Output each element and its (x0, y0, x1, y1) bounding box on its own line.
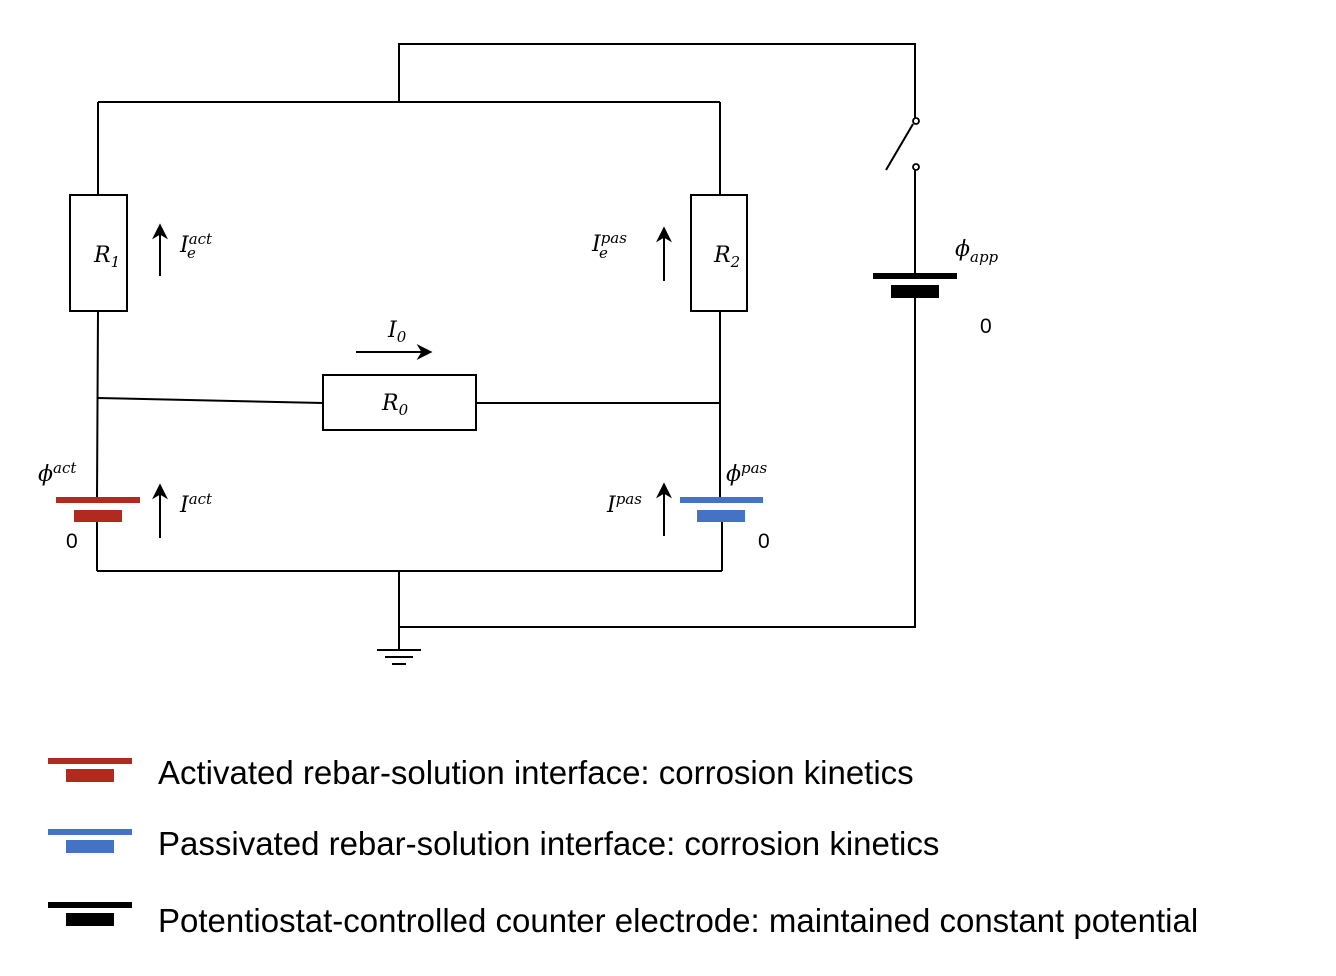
label-zero-act: 0 (66, 530, 78, 553)
wire-top-loop (398, 43, 916, 122)
legend-swatch-activated (48, 758, 132, 782)
label-ie-pas-sub: e (599, 244, 608, 262)
counter-electrode-source (873, 273, 957, 298)
label-ie-act-sub: e (187, 244, 196, 262)
circuit-wires (96, 43, 916, 650)
label-ie-pas: Ipas (591, 229, 627, 257)
label-zero-pas: 0 (758, 530, 770, 553)
electrode-passivated-short-plate (697, 510, 745, 522)
counter-electrode-short-plate (891, 285, 939, 298)
wire-source-return (399, 298, 916, 628)
label-r2: R2 (713, 243, 740, 271)
electrode-activated-long-plate (56, 497, 140, 503)
legend-swatch-activated-long (48, 758, 132, 764)
legend-swatch-passivated (48, 829, 132, 853)
legend-swatch-counter-long (48, 902, 132, 908)
legend-label-passivated: Passivated rebar-solution interface: cor… (158, 825, 940, 862)
label-phi-pas: ϕpas (726, 459, 768, 487)
legend-swatch-passivated-long (48, 829, 132, 835)
label-ie-act: Iact (179, 230, 213, 258)
label-phi-act: ϕact (38, 459, 77, 487)
label-r1: R1 (93, 243, 120, 271)
electrode-activated (56, 497, 140, 522)
electrode-passivated (680, 497, 763, 522)
legend-label-counter: Potentiostat-controlled counter electrod… (158, 902, 1199, 939)
label-i-act: Iact (179, 490, 213, 518)
resistor-r0 (322, 374, 477, 431)
ground-symbol (377, 649, 421, 665)
resistor-r2 (690, 194, 748, 312)
electrode-activated-short-plate (74, 510, 122, 522)
legend-swatch-counter-short (66, 913, 114, 926)
switch (885, 117, 920, 171)
label-i-pas: Ipas (606, 490, 642, 518)
wire-left-lower (96, 310, 99, 498)
wire-r0-left (96, 397, 324, 404)
label-i0: I0 (387, 318, 407, 346)
label-phi-app: ϕapp (955, 237, 999, 266)
label-zero-app: 0 (980, 315, 992, 338)
legend-swatch-activated-short (66, 769, 114, 782)
legend-label-activated: Activated rebar-solution interface: corr… (158, 754, 914, 791)
circuit-diagram: R1 R2 R0 I0 Iact e Ipas e Iact Ipas ϕact… (38, 43, 999, 665)
resistor-r1 (69, 194, 128, 312)
switch-contact-bottom (912, 163, 920, 171)
electrode-passivated-long-plate (680, 497, 763, 503)
counter-electrode-long-plate (873, 273, 957, 279)
label-r0: R0 (381, 391, 409, 419)
legend-swatch-counter (48, 902, 132, 926)
switch-contact-top (912, 117, 920, 125)
legend-swatch-passivated-short (66, 840, 114, 853)
switch-blade (885, 123, 914, 171)
